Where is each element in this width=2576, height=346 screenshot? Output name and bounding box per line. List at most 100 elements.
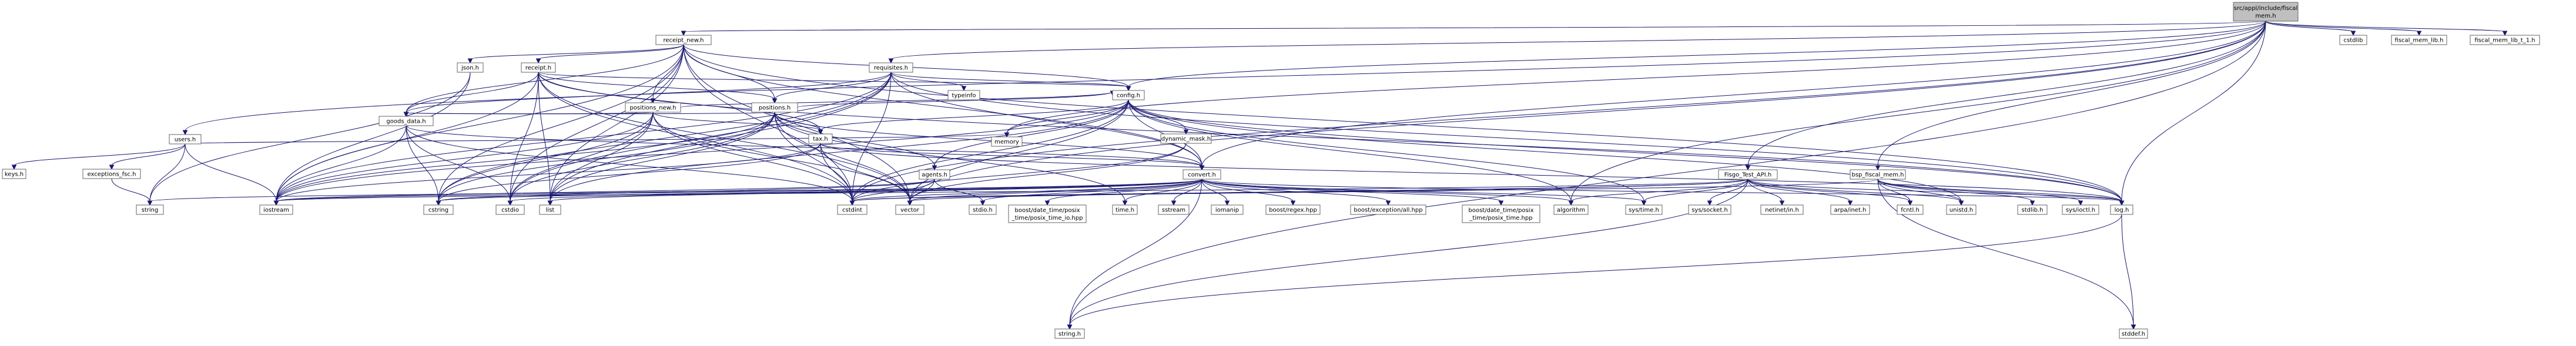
node-box [378, 116, 434, 126]
node-stdio[interactable]: stdio.h [969, 204, 997, 215]
edge-users-to-keys [11, 143, 186, 170]
node-agents[interactable]: agents.h [919, 169, 950, 180]
node-receipt-new[interactable]: receipt_new.h [655, 35, 712, 45]
node-sys-time[interactable]: sys/time.h [1625, 204, 1663, 215]
edge-config-to-dynamic_mask [1128, 99, 1189, 135]
edge-convert-to-iomanip [1201, 179, 1230, 206]
node-requisites[interactable]: requisites.h [869, 62, 913, 73]
node-cstdint[interactable]: cstdint [837, 204, 867, 215]
node-regex[interactable]: boost/regex.hpp [1265, 204, 1321, 215]
node-fiscal-mem-lib-t[interactable]: fiscal_mem_lib_t_1.h [2470, 35, 2540, 45]
node-string-h[interactable]: string.h [1054, 328, 1085, 339]
node-box [1350, 204, 1426, 215]
node-cstdio[interactable]: cstdio [495, 204, 525, 215]
node-algorithm[interactable]: algorithm [1553, 204, 1589, 215]
node-sys-socket[interactable]: sys/socket.h [1688, 204, 1731, 215]
node-box [1054, 328, 1085, 339]
node-box [82, 169, 141, 179]
node-unistd[interactable]: unistd.h [1946, 204, 1977, 215]
edge-receipt-to-list [538, 72, 553, 206]
node-box [1112, 90, 1145, 100]
edge-root-to-receipt_new [681, 21, 2266, 36]
edge-root-to-cstdlib [2265, 21, 2356, 36]
node-time[interactable]: time.h [1112, 204, 1138, 215]
node-list[interactable]: list [539, 204, 561, 215]
node-label: config.h [1117, 93, 1140, 99]
edge-requisites-to-log [890, 72, 2125, 206]
node-label: goods_data.h [386, 119, 426, 125]
node-positions[interactable]: positions.h [751, 102, 798, 113]
node-label: iostream [263, 207, 289, 214]
node-bsp-fiscal-mem[interactable]: bsp_fiscal_mem.h [1850, 169, 1906, 180]
node-box [259, 204, 293, 215]
node-box [837, 204, 867, 215]
edge-convert-to-stdio [980, 179, 1202, 206]
node-label: convert.h [1188, 172, 1216, 179]
node-fisgo-test-api[interactable]: Fisgo_Test_API.h [1718, 169, 1778, 180]
node-box [2119, 328, 2148, 339]
edge-tax-to-convert [820, 143, 1205, 171]
node-exception[interactable]: boost/exception/all.hpp [1350, 204, 1426, 215]
node-config[interactable]: config.h [1112, 90, 1145, 100]
node-label: _time/posix_time.hpp [1469, 215, 1532, 221]
node-bdt[interactable]: boost/date_time/posix_time/posix_time.hp… [1462, 204, 1540, 223]
node-fiscal-mem-lib[interactable]: fiscal_mem_lib.h [2391, 35, 2447, 45]
edge-bsp_fiscal_mem-to-stddef [1877, 179, 2136, 330]
node-arpa-inet[interactable]: arpa/inet.h [1830, 204, 1870, 215]
node-positions-new[interactable]: positions_new.h [625, 102, 681, 113]
node-box [2339, 35, 2367, 45]
edge-convert-to-list [547, 179, 1202, 206]
node-sys-ioctl[interactable]: sys/ioctl.h [2062, 204, 2099, 215]
node-goods-data[interactable]: goods_data.h [378, 116, 434, 126]
node-label: json.h [461, 65, 479, 72]
node-label: arpa/inet.h [1834, 207, 1867, 214]
edge-json-to-iostream [273, 72, 471, 206]
node-box [2470, 35, 2540, 45]
node-box [539, 204, 561, 215]
node-iomanip[interactable]: iomanip [1211, 204, 1244, 215]
edge-receipt_new-to-list [547, 44, 684, 206]
node-stddef[interactable]: stddef.h [2119, 328, 2148, 339]
node-dynamic-mask[interactable]: dynamic_mask.h [1160, 133, 1212, 144]
node-cstdlib[interactable]: cstdlib [2339, 35, 2367, 45]
edge-receipt_new-to-cstdint [683, 44, 855, 206]
node-string[interactable]: string [136, 204, 164, 215]
node-label: receipt.h [525, 65, 551, 72]
node-netinet-in[interactable]: netinet/in.h [1760, 204, 1804, 215]
node-box [521, 62, 556, 73]
edge-bsp_fiscal_mem-to-unistd [1877, 179, 1964, 206]
node-keys[interactable]: keys.h [2, 169, 26, 179]
node-exceptions-fsc[interactable]: exceptions_fsc.h [82, 169, 141, 179]
node-log[interactable]: log.h [2110, 204, 2133, 215]
node-cstring[interactable]: cstring [423, 204, 454, 215]
node-json[interactable]: json.h [457, 62, 484, 73]
node-stdlib[interactable]: stdlib.h [2017, 204, 2048, 215]
node-box [1008, 204, 1087, 223]
node-label: receipt_new.h [663, 38, 704, 44]
edge-root-to-log [2119, 21, 2266, 206]
node-box [869, 62, 913, 73]
node-iostream[interactable]: iostream [259, 204, 293, 215]
edge-root-to-config [1125, 21, 2266, 92]
node-box [2110, 204, 2133, 215]
node-box [457, 62, 484, 73]
node-vector[interactable]: vector [895, 204, 924, 215]
node-typeinfo[interactable]: typeinfo [947, 90, 980, 100]
node-box [169, 134, 202, 145]
node-memory[interactable]: memory [991, 136, 1023, 147]
node-label: memory [994, 139, 1019, 146]
node-box [1211, 204, 1244, 215]
node-users[interactable]: users.h [169, 134, 202, 145]
node-label: bsp_fiscal_mem.h [1852, 172, 1904, 179]
node-label: netinet/in.h [1765, 207, 1799, 214]
edge-root-to-users [182, 21, 2266, 136]
node-bdt-io[interactable]: boost/date_time/posix_time/posix_time_io… [1008, 204, 1087, 223]
node-sstream[interactable]: sstream [1158, 204, 1190, 215]
node-box [895, 204, 924, 215]
node-label: cstdint [842, 207, 862, 214]
edge-tax-to-iostream [273, 143, 821, 206]
node-receipt[interactable]: receipt.h [521, 62, 556, 73]
node-convert[interactable]: convert.h [1183, 169, 1221, 180]
node-fcntl[interactable]: fcntl.h [1897, 204, 1924, 215]
node-tax[interactable]: tax.h [808, 133, 833, 144]
